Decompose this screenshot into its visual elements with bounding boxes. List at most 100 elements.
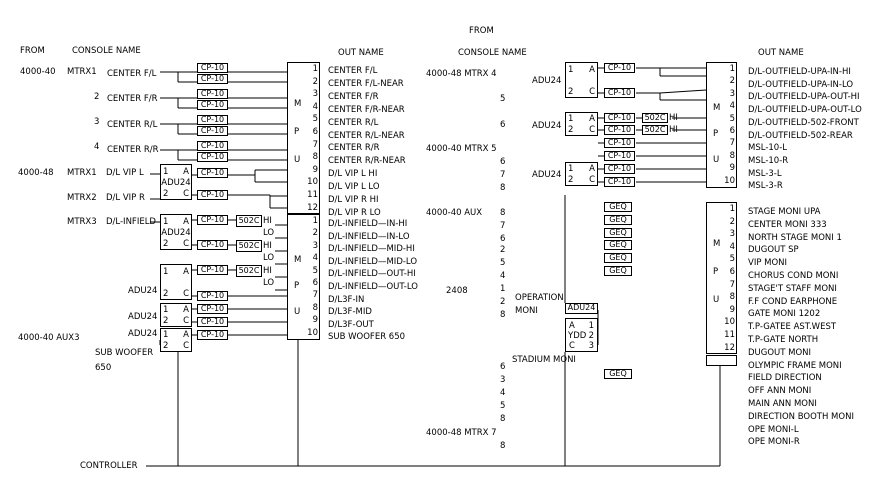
out-name-1-label: OUT NAME: [338, 48, 384, 58]
adu24-box: 1 A 2 C: [565, 162, 598, 186]
cp10-box: CP-10: [197, 100, 228, 110]
left-label: CENTER F/R: [107, 94, 158, 104]
m2-outs-top-item: D/L-OUTFIELD-502-REAR: [748, 130, 853, 141]
mid-label: 2408: [446, 286, 468, 296]
adu24-box: 1 A 2 C: [565, 62, 598, 98]
m1-nums-top-item: 12: [307, 202, 318, 213]
mid-label: 2: [500, 245, 506, 255]
matrix-box-1-top: M P U: [287, 62, 320, 214]
502c-box: 502C: [642, 125, 668, 135]
geq-box: GEQ: [604, 266, 632, 276]
m1-nums-top-item: 2: [312, 76, 318, 87]
adu24-box: 1 A ADU24 2 C: [160, 164, 192, 200]
cp10-box: CP-10: [197, 141, 228, 151]
adu24-box: 1 A 2 C: [565, 112, 598, 136]
hi-label: HI: [263, 216, 272, 226]
left-label: 4: [94, 142, 100, 152]
m2-outs-bot-item: CHORUS COND MONI: [748, 271, 839, 281]
adu24-box: 1 A 2 C: [160, 264, 192, 300]
m2-nums-bot-item: 7: [729, 279, 735, 290]
mid-label: 6: [500, 157, 506, 167]
mid-label: 5: [500, 401, 506, 411]
mid-label: 6: [500, 362, 506, 372]
m2-outs-bot-item: STAGE MONI UPA: [748, 207, 821, 217]
geq-box: GEQ: [604, 228, 632, 238]
m2-outs-bot-item: VIP MONI: [748, 258, 788, 269]
left-label: 4000-40: [20, 67, 56, 77]
left-label: 4000-48: [18, 168, 54, 178]
adu24-box: ADU24: [565, 303, 598, 314]
m1-nums-bot-item: 6: [312, 278, 318, 288]
left-label: SUB WOOFER: [95, 348, 154, 358]
m1-nums-top-item: 6: [312, 127, 318, 137]
m1-outs-top-item: CENTER F/R-NEAR: [328, 104, 405, 115]
left-label: D/L VIP L: [106, 168, 144, 178]
502c-box: 502C: [236, 240, 262, 252]
cp10-box: CP-10: [197, 304, 228, 314]
m1-outs-top-item: CENTER F/L-NEAR: [328, 78, 404, 89]
matrix-box-2-bottom: M P U: [706, 202, 737, 354]
ydd-box: A 1 YDD 2 C 3: [565, 318, 598, 352]
m1-nums-bot-item: 5: [312, 265, 318, 276]
m1-nums-top-item: 3: [312, 89, 318, 100]
left-label: ADU24: [128, 329, 158, 339]
m1-nums-bot-item: 8: [312, 302, 318, 313]
m2-outs-bot-item: T.P-GATEE AST.WEST: [748, 322, 837, 333]
mid-label: 5: [500, 258, 506, 268]
m2-nums-top-item: 3: [729, 88, 735, 99]
m2-outs-bot-item: MAIN ANN MONI: [748, 399, 817, 409]
m1-outs-top-item: D/L VIP L HI: [328, 169, 378, 180]
geq-box: GEQ: [604, 240, 632, 250]
m1-nums-bot-item: 7: [312, 290, 318, 301]
m1-nums-bot-item: 2: [312, 228, 318, 239]
m1-nums-top-item: 4: [312, 101, 318, 112]
m2-outs-bot-item: FIELD DIRECTION: [748, 373, 822, 384]
cp10-box: CP-10: [604, 138, 635, 148]
adu24-box: 1 A 2 C: [160, 328, 192, 352]
m1-outs-bot-item: D/L-INFIELD—IN-LO: [328, 231, 410, 242]
left-label: MTRX1: [67, 168, 97, 178]
m1-outs-bot-item: D/L-INFIELD—MID-HI: [328, 244, 415, 255]
m1-outs-bot-item: SUB WOOFER 650: [328, 332, 406, 343]
cp10-box: CP-10: [604, 88, 635, 98]
m2-outs-top-item: D/L-OUTFIELD-502-FRONT: [748, 117, 859, 128]
lo-label: LO: [263, 228, 275, 238]
m1-nums-bot-item: 1: [312, 216, 318, 226]
m1-outs-top-item: CENTER R/R-NEAR: [328, 156, 406, 167]
m1-outs-top-item: CENTER F/L: [328, 66, 378, 76]
mid-label: 4000-40 MTRX 5: [426, 144, 497, 154]
left-label: MTRX3: [67, 217, 97, 227]
mid-label: 6: [500, 120, 506, 130]
mid-label: 7: [500, 170, 506, 180]
cp10-box: CP-10: [197, 291, 228, 301]
m2-outs-bot-item: CENTER MONI 333: [748, 219, 827, 230]
left-label: ADU24: [128, 286, 158, 296]
m2-outs-bot-item: T.P-GATE NORTH: [748, 335, 819, 345]
m2-nums-top-item: 4: [729, 101, 735, 112]
matrix-box-2-tail: [706, 355, 737, 366]
m1-outs-top-item: CENTER R/L: [328, 117, 379, 128]
m2-nums-top-item: 2: [729, 76, 735, 87]
m1-outs-bot-item: D/L-INFIELD—MID-LO: [328, 256, 418, 267]
adu24-label: ADU24: [532, 76, 562, 86]
m2-outs-bot-item: STAGE'T STAFF MONI: [748, 283, 837, 294]
mid-label: 8: [500, 183, 506, 193]
m1-outs-top-item: CENTER R/R: [328, 143, 380, 154]
mid-label: 4000-48 MTRX 4: [426, 69, 497, 79]
m2-nums-top-item: 6: [729, 126, 735, 136]
m1-nums-top-item: 10: [307, 177, 318, 188]
m1-outs-bot-item: D/L-INFIELD—OUT-HI: [328, 269, 416, 280]
m1-nums-bot-item: 4: [312, 253, 318, 264]
mid-label: OPERATION: [515, 293, 564, 303]
adu24-box: 1 A ADU24 2 C: [160, 214, 192, 250]
left-label: 4000-40 AUX3: [18, 333, 80, 343]
m1-outs-bot-item: D/L-INFIELD—IN-HI: [328, 219, 408, 229]
m2-nums-bot-item: 4: [729, 241, 735, 252]
m2-nums-bot-item: 1: [729, 204, 735, 214]
cp10-box: CP-10: [197, 115, 228, 125]
m2-nums-top-item: 10: [724, 175, 735, 186]
m2-outs-top-item: MSL-10-L: [748, 143, 788, 154]
hi-label: HI: [669, 113, 678, 123]
m2-outs-bot-item: OPE MONI-R: [748, 437, 800, 448]
cp10-box: CP-10: [604, 151, 635, 161]
